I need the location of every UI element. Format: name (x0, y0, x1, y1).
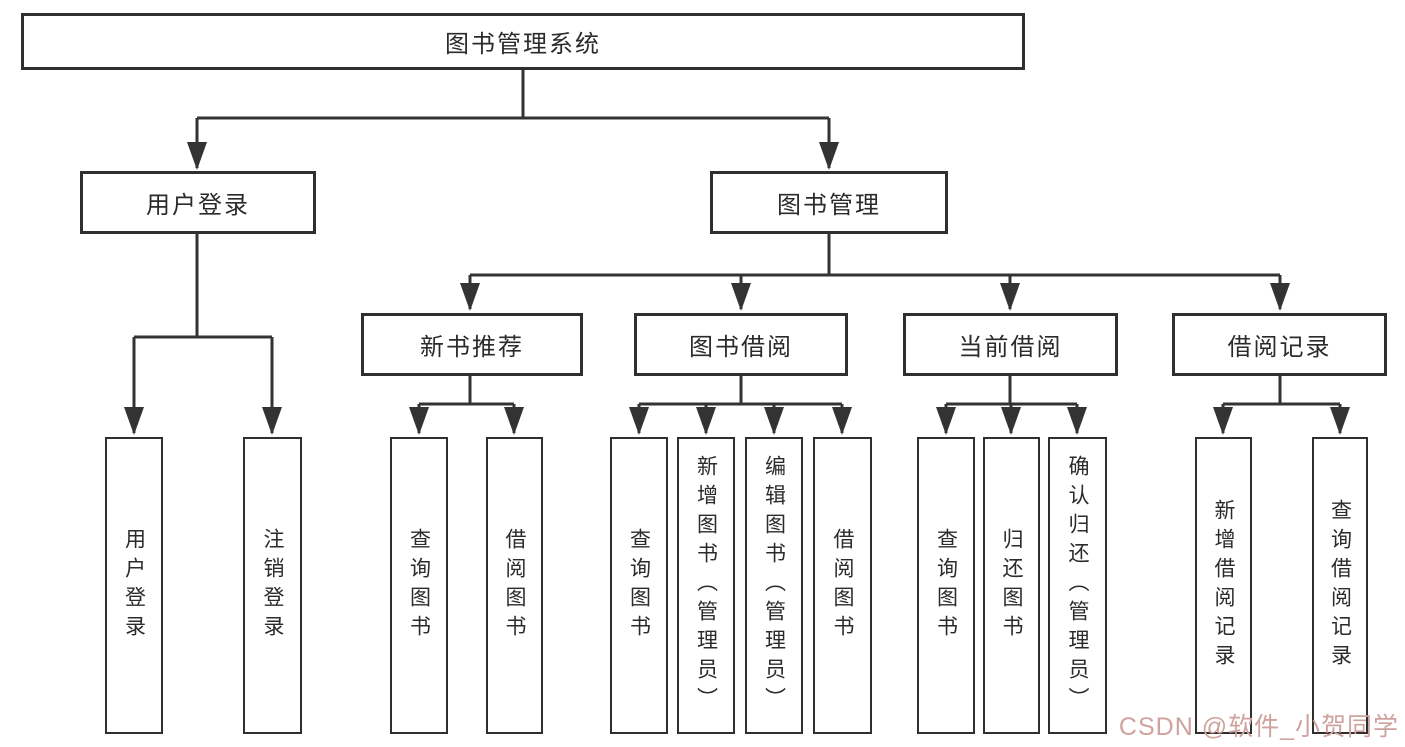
connector-new-book-recommend (409, 376, 524, 435)
connector-current-borrow (936, 376, 1087, 435)
leaf-add-book-admin: 新增图书（管理员） (677, 437, 735, 734)
leaf-borrow-book-recommend: 借阅图书 (486, 437, 543, 734)
node-borrow-records: 借阅记录 (1172, 313, 1387, 376)
node-book-management: 图书管理 (710, 171, 948, 234)
leaf-edit-book-admin: 编辑图书（管理员） (745, 437, 803, 734)
node-new-book-recommend: 新书推荐 (361, 313, 583, 376)
leaf-add-borrow-record: 新增借阅记录 (1195, 437, 1252, 734)
connector-root (187, 69, 839, 170)
leaf-query-borrow-record: 查询借阅记录 (1312, 437, 1368, 734)
node-user-login: 用户登录 (80, 171, 316, 234)
leaf-query-book-recommend: 查询图书 (390, 437, 448, 734)
connector-user-login (124, 234, 282, 435)
leaf-query-book-borrow: 查询图书 (610, 437, 668, 734)
connector-book-borrow (629, 376, 852, 435)
leaf-logout: 注销登录 (243, 437, 302, 734)
node-current-borrow: 当前借阅 (903, 313, 1118, 376)
connector-borrow-records (1213, 376, 1350, 435)
leaf-query-book-current: 查询图书 (917, 437, 975, 734)
node-library-system: 图书管理系统 (21, 13, 1025, 70)
leaf-return-book: 归还图书 (983, 437, 1040, 734)
leaf-confirm-return-admin: 确认归还（管理员） (1048, 437, 1107, 734)
watermark: CSDN @软件_小贺同学 (1118, 713, 1399, 741)
node-book-borrow: 图书借阅 (634, 313, 848, 376)
connector-book-management (460, 234, 1290, 311)
leaf-user-login: 用户登录 (105, 437, 163, 734)
leaf-borrow-book: 借阅图书 (813, 437, 872, 734)
